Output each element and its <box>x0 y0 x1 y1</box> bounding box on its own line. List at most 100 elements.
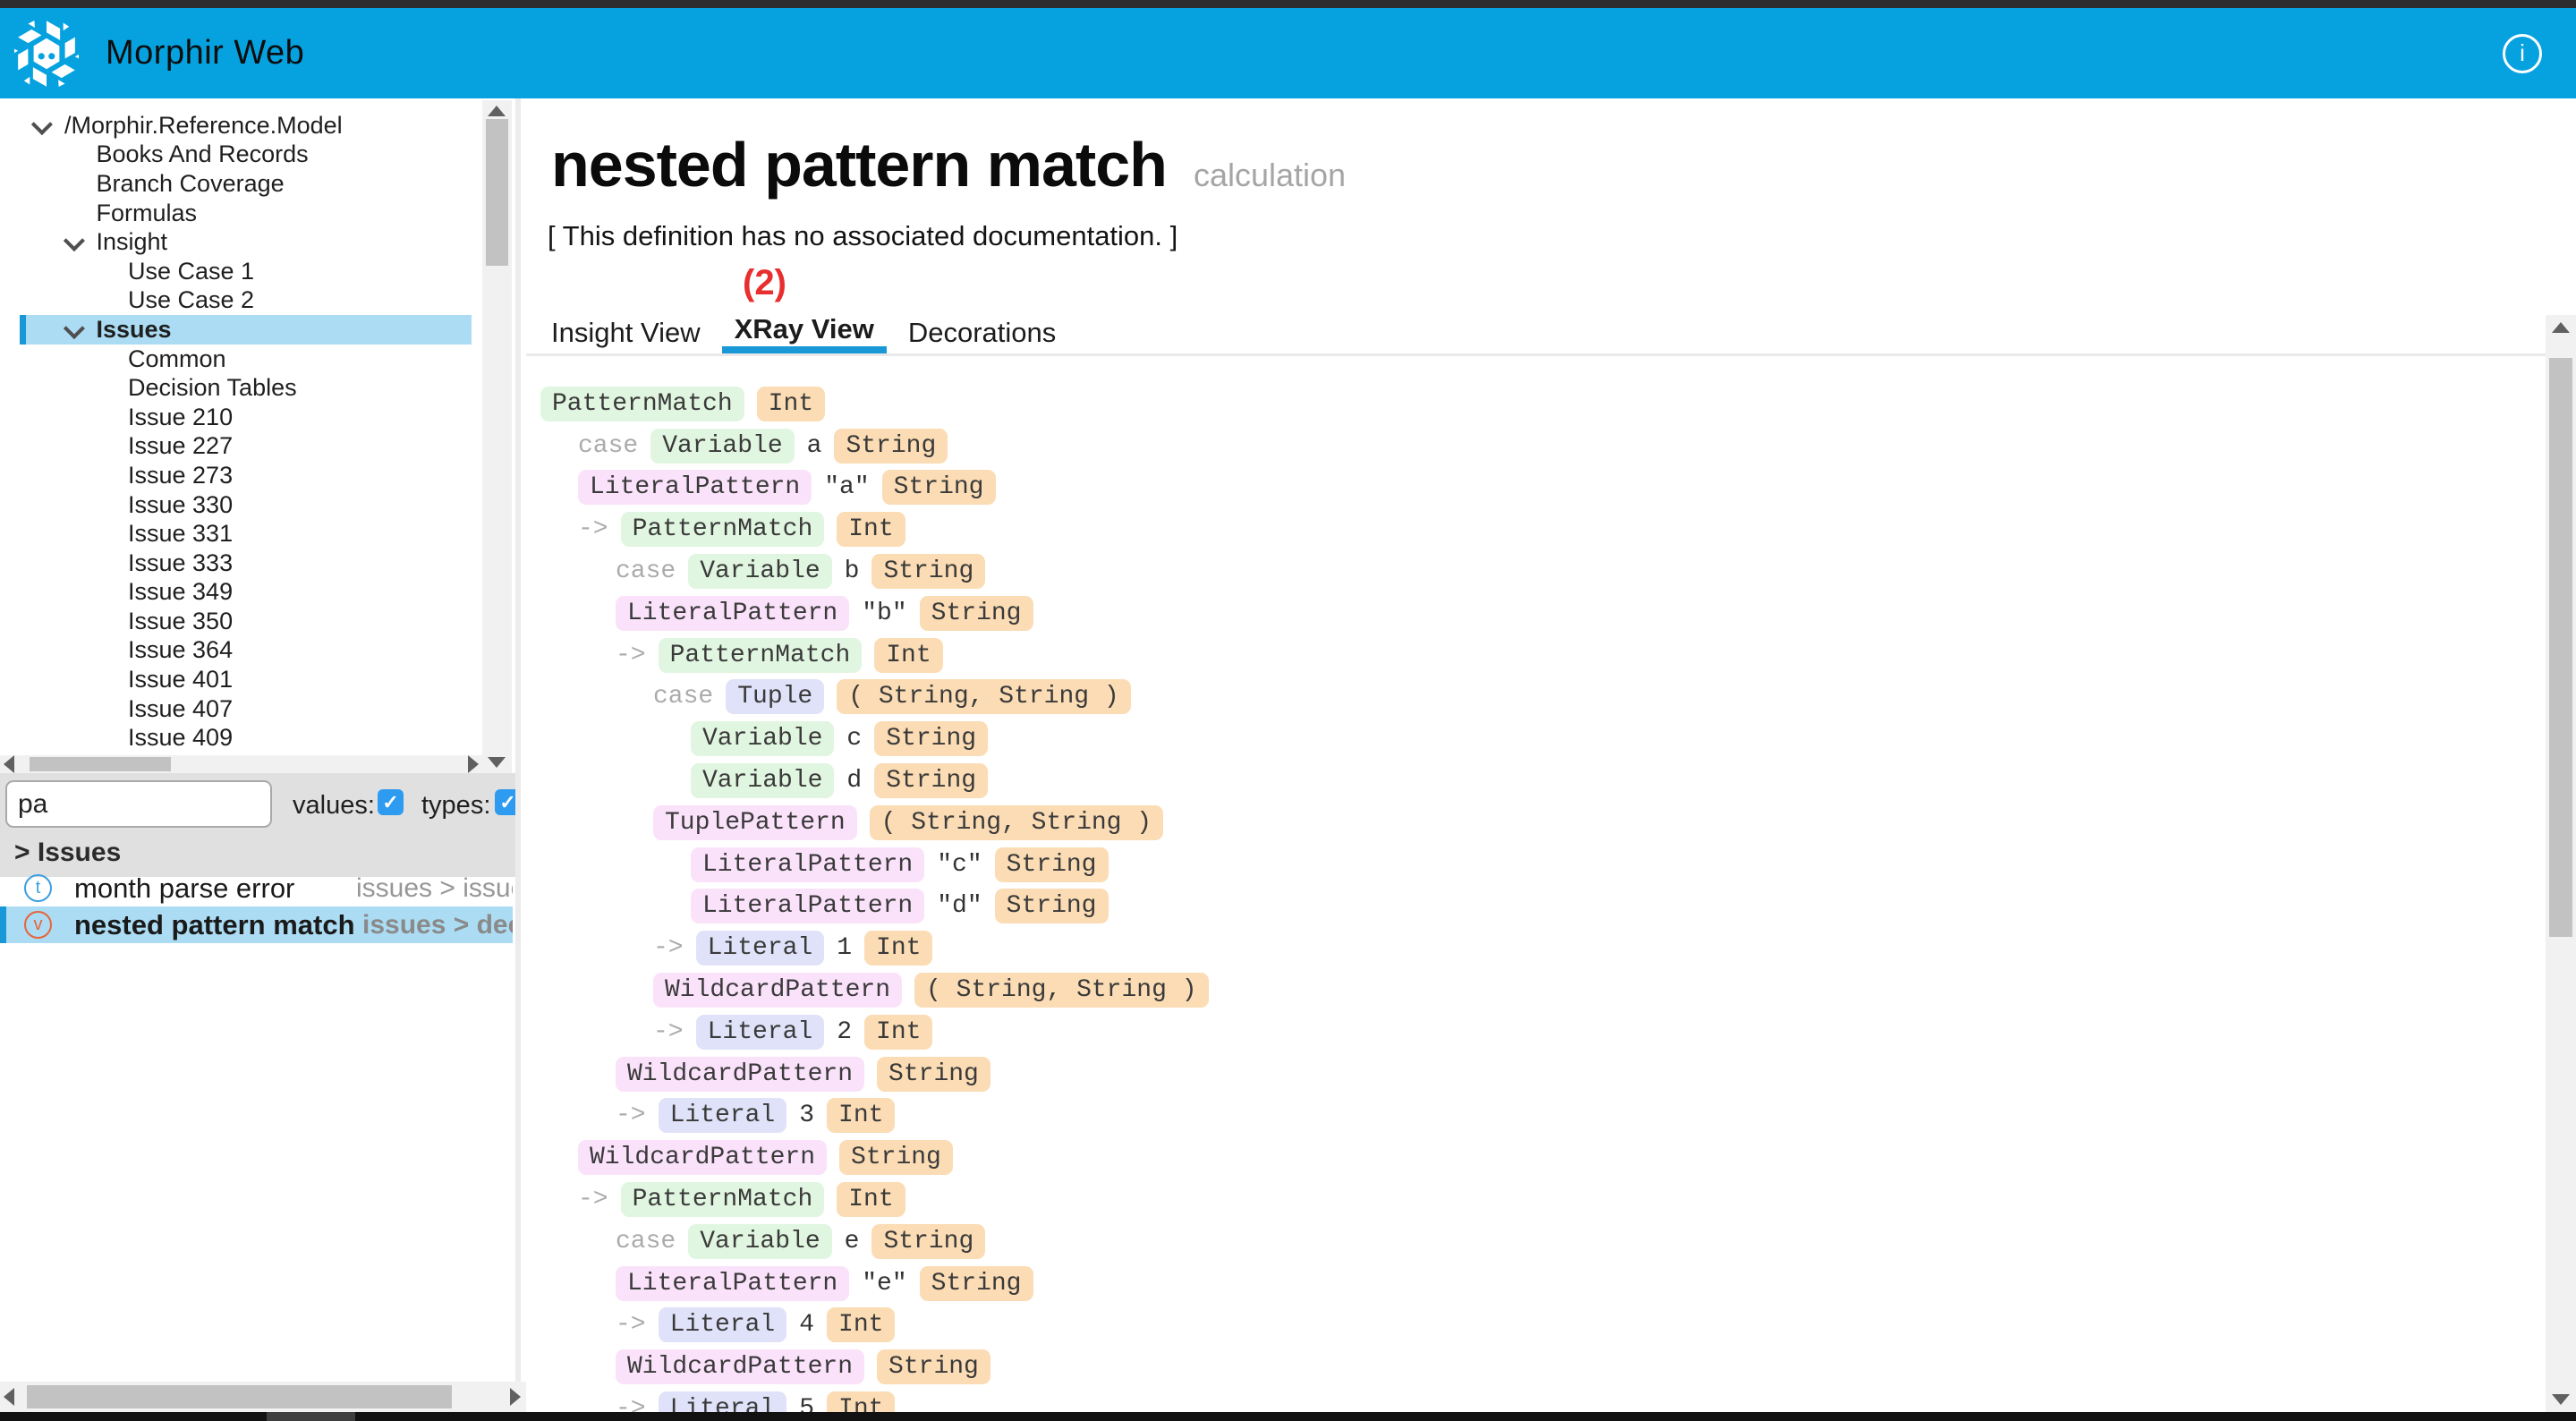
result-item-path: issues > decisio <box>362 910 513 940</box>
badge-string: String <box>874 721 988 756</box>
badge-int: Int <box>864 931 932 966</box>
result-item-nested-pattern-match[interactable]: vnested pattern matchissues > decisio <box>0 906 513 943</box>
scroll-right-icon[interactable] <box>468 755 479 773</box>
tree-item-branch-coverage[interactable]: Branch Coverage <box>0 169 482 199</box>
tree-item-label: Use Case 2 <box>128 286 254 314</box>
tree-vscrollbar-thumb[interactable] <box>486 119 508 266</box>
tree-item-issue-349[interactable]: Issue 349 <box>0 578 482 608</box>
info-icon[interactable]: i <box>2503 34 2542 73</box>
scroll-up-icon[interactable] <box>488 106 506 116</box>
tree-item-label: Branch Coverage <box>97 170 285 198</box>
tree-item-label: Decision Tables <box>128 374 297 402</box>
tree-item-issue-331[interactable]: Issue 331 <box>0 519 482 549</box>
xray-literal-text: 1 <box>837 934 852 962</box>
badge-string: String <box>834 429 948 464</box>
annotation-marker: (2) <box>743 263 786 303</box>
badge-literalpattern: LiteralPattern <box>616 1266 849 1301</box>
xray-literal-text: "c" <box>937 851 982 879</box>
results-group-header[interactable]: > Issues <box>14 838 121 868</box>
xray-literal-text: a <box>807 432 822 460</box>
tree-item-issue-333[interactable]: Issue 333 <box>0 549 482 578</box>
arrow-prefix: -> <box>616 1395 646 1412</box>
case-prefix: case <box>616 557 676 585</box>
tree-item-label: Issue 401 <box>128 666 233 693</box>
tree-horizontal-scrollbar[interactable] <box>0 755 482 773</box>
tree-item-issue-273[interactable]: Issue 273 <box>0 461 482 490</box>
scroll-down-icon[interactable] <box>2552 1394 2570 1405</box>
badge-wildcardpattern: WildcardPattern <box>616 1057 864 1092</box>
sidebar-bottom-scrollbar-thumb[interactable] <box>27 1385 452 1408</box>
tree-item-issue-407[interactable]: Issue 407 <box>0 694 482 724</box>
badge-string: String <box>995 847 1109 882</box>
tree-item-issue-409[interactable]: Issue 409 <box>0 723 482 753</box>
result-item-path: issues > issue 3 <box>356 873 513 904</box>
tree-item-use-case-2[interactable]: Use Case 2 <box>0 286 482 316</box>
scroll-left-icon[interactable] <box>4 755 14 773</box>
badge-variable: Variable <box>691 721 834 756</box>
tree-vertical-scrollbar[interactable] <box>482 100 512 773</box>
tree-item-use-case-1[interactable]: Use Case 1 <box>0 257 482 286</box>
tree-item-books-and-records[interactable]: Books And Records <box>0 140 482 170</box>
tab-decorations[interactable]: Decorations <box>896 311 1068 353</box>
xray-row: caseVariablebString <box>616 550 2546 592</box>
tab-insight-view[interactable]: Insight View <box>539 311 713 353</box>
main-vscrollbar-thumb[interactable] <box>2549 358 2572 937</box>
tree-item-label: Issue 331 <box>128 520 233 548</box>
badge--string-string-: ( String, String ) <box>837 679 1130 714</box>
tree-item-issue-227[interactable]: Issue 227 <box>0 432 482 462</box>
scroll-right-icon[interactable] <box>510 1388 521 1406</box>
tree-item-label: Issue 227 <box>128 432 233 460</box>
result-item-month-parse-error[interactable]: tmonth parse errorissues > issue 3 <box>0 870 513 906</box>
badge-tuplepattern: TuplePattern <box>653 805 857 840</box>
xray-row: ->Literal4Int <box>616 1305 2546 1347</box>
xray-row: ->Literal1Int <box>653 927 2546 969</box>
sidebar: /Morphir.Reference.ModelBooks And Record… <box>0 98 526 1412</box>
results-list: tmonth parse errorissues > issue 3vneste… <box>0 870 513 943</box>
tree-item-label: Issue 350 <box>128 608 233 635</box>
chevron-down-icon[interactable] <box>31 114 53 135</box>
chevron-down-icon[interactable] <box>63 230 84 251</box>
badge-literal: Literal <box>659 1307 787 1342</box>
scroll-down-icon[interactable] <box>488 757 506 768</box>
values-label: values: <box>293 791 375 821</box>
tree-hscrollbar-thumb[interactable] <box>30 757 171 771</box>
search-input[interactable] <box>5 780 272 828</box>
tree-item--morphir-reference-model[interactable]: /Morphir.Reference.Model <box>0 111 482 140</box>
sidebar-bottom-scrollbar[interactable] <box>0 1382 526 1412</box>
tab-xray-view[interactable]: XRay View <box>722 311 887 353</box>
badge-literal: Literal <box>696 1015 825 1050</box>
tree-item-issue-401[interactable]: Issue 401 <box>0 665 482 694</box>
badge-patternmatch: PatternMatch <box>621 1182 825 1217</box>
xray-row: ->PatternMatchInt <box>578 1178 2546 1221</box>
tree-item-label: Issue 210 <box>128 404 233 431</box>
values-checkbox[interactable]: ✓ <box>378 789 404 815</box>
badge-string: String <box>882 470 996 505</box>
badge-string: String <box>995 889 1109 923</box>
tree-item-issue-364[interactable]: Issue 364 <box>0 636 482 666</box>
tree-item-common[interactable]: Common <box>0 345 482 374</box>
tree-item-label: Use Case 1 <box>128 258 254 285</box>
badge-string: String <box>920 596 1033 631</box>
scroll-up-icon[interactable] <box>2552 322 2570 333</box>
tree-item-label: Issue 330 <box>128 491 233 519</box>
tree-item-issue-350[interactable]: Issue 350 <box>0 607 482 636</box>
xray-row: LiteralPattern"e"String <box>616 1263 2546 1305</box>
tree-item-insight[interactable]: Insight <box>0 227 482 257</box>
main-vertical-scrollbar[interactable] <box>2546 315 2576 1412</box>
tree-item-label: Issue 364 <box>128 636 233 664</box>
tree-item-decision-tables[interactable]: Decision Tables <box>0 373 482 403</box>
chevron-down-icon[interactable] <box>63 318 84 339</box>
tree-item-issue-210[interactable]: Issue 210 <box>0 403 482 432</box>
scroll-left-icon[interactable] <box>4 1388 14 1406</box>
badge-patternmatch: PatternMatch <box>621 512 825 547</box>
xray-literal-text: d <box>846 767 862 795</box>
xray-row: caseVariableaString <box>578 425 2546 467</box>
badge-int: Int <box>837 512 905 547</box>
badge-string: String <box>871 1224 985 1259</box>
tree-item-formulas[interactable]: Formulas <box>0 199 482 228</box>
arrow-prefix: -> <box>616 642 646 669</box>
tree: /Morphir.Reference.ModelBooks And Record… <box>0 111 482 753</box>
tree-item-issue-330[interactable]: Issue 330 <box>0 490 482 520</box>
tree-item-issues[interactable]: Issues <box>20 315 472 345</box>
xray-row: LiteralPattern"d"String <box>691 886 2546 928</box>
